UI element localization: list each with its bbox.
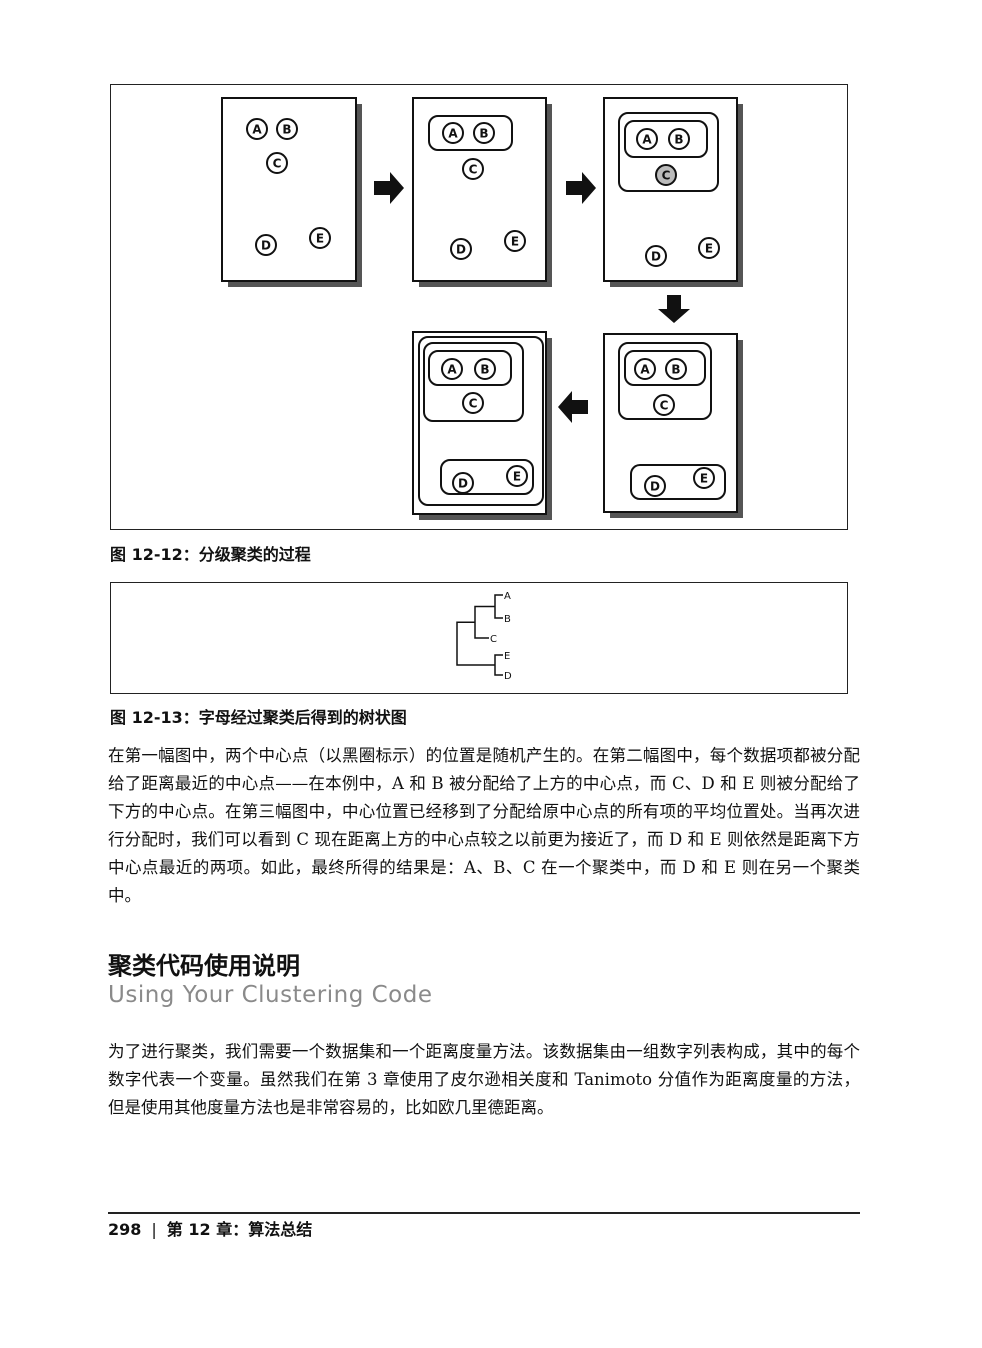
node-label: B <box>479 127 488 141</box>
cluster-node <box>645 245 667 267</box>
node-label: A <box>252 123 262 137</box>
cluster-node <box>655 164 677 186</box>
cluster-boundary <box>618 342 712 420</box>
cluster-node <box>441 358 463 380</box>
node-label: D <box>261 239 271 253</box>
cluster-node <box>452 472 474 494</box>
node-label: E <box>705 242 713 256</box>
cluster-boundary <box>423 342 524 422</box>
left-arrow <box>558 391 588 423</box>
node-label: E <box>513 470 521 484</box>
node-label: B <box>480 363 489 377</box>
cluster-node <box>644 475 666 497</box>
cluster-node <box>266 152 288 174</box>
paragraph-text: 在第一幅图中，两个中心点（以黑圈标示）的位置是随机产生的。在第二幅图中，每个数据… <box>108 746 860 905</box>
cluster-boundary <box>630 464 726 500</box>
node-label: E <box>700 472 708 486</box>
node-label: A <box>447 363 457 377</box>
node-label: E <box>511 235 519 249</box>
cluster-boundary <box>418 336 544 506</box>
cluster-node <box>276 118 298 140</box>
node-label: A <box>642 133 652 147</box>
cluster-node <box>309 227 331 249</box>
footer-separator: | <box>151 1220 157 1239</box>
node-label: B <box>671 363 680 377</box>
leaf-label: E <box>504 651 510 662</box>
cluster-boundary <box>624 120 708 158</box>
figure-12-12-caption: 图 12-12：分级聚类的过程 <box>110 545 311 564</box>
leaf-label: C <box>490 634 497 645</box>
cluster-node <box>668 128 690 150</box>
cluster-node <box>693 467 715 489</box>
cluster-node <box>474 358 496 380</box>
node-label: C <box>469 163 478 177</box>
node-label: A <box>448 127 458 141</box>
body-paragraph-1: 在第一幅图中，两个中心点（以黑圈标示）的位置是随机产生的。在第二幅图中，每个数据… <box>108 742 860 910</box>
panel <box>412 331 547 515</box>
cluster-node <box>462 392 484 414</box>
down-arrow <box>658 295 690 323</box>
cluster-node <box>255 234 277 256</box>
node-label: B <box>674 133 683 147</box>
figure-12-13-caption: 图 12-13：字母经过聚类后得到的树状图 <box>110 708 407 727</box>
node-label: B <box>282 123 291 137</box>
section-title: 聚类代码使用说明 <box>108 952 300 980</box>
dendrogram-branch <box>494 594 503 619</box>
cluster-node <box>698 237 720 259</box>
cluster-node <box>246 118 268 140</box>
node-label: D <box>650 480 660 494</box>
node-label: A <box>640 363 650 377</box>
node-label: C <box>273 157 282 171</box>
cluster-boundary <box>440 459 534 495</box>
figure-12-12: A B C D E A B C D E A B C D E A B C D E A B C D E <box>110 84 848 530</box>
cluster-boundary <box>428 350 512 386</box>
footer-rule <box>108 1212 860 1214</box>
page-footer: 298 | 第 12 章：算法总结 <box>108 1216 312 1240</box>
cluster-node <box>636 128 658 150</box>
cluster-node <box>506 465 528 487</box>
cluster-node <box>653 394 675 416</box>
page-number: 298 <box>108 1220 142 1239</box>
cluster-node <box>442 122 464 144</box>
leaf-label: A <box>504 591 511 602</box>
section-subtitle: Using Your Clustering Code <box>108 982 433 1008</box>
cluster-node <box>473 122 495 144</box>
dendrogram-branch <box>456 621 495 666</box>
right-arrow <box>566 172 596 204</box>
cluster-boundary <box>428 115 513 151</box>
node-label: D <box>651 250 661 264</box>
node-label: D <box>456 243 466 257</box>
cluster-boundary <box>624 350 706 386</box>
leaf-label: D <box>504 671 512 682</box>
cluster-node <box>665 358 687 380</box>
right-arrow <box>374 172 404 204</box>
node-label: C <box>662 169 671 183</box>
body-paragraph-2: 为了进行聚类，我们需要一个数据集和一个距离度量方法。该数据集由一组数字列表构成，… <box>108 1038 860 1122</box>
clustering-process-diagram: A B C D E A B C D E A B C D E A B C D E A B C D E <box>221 97 743 520</box>
cluster-boundary <box>618 112 719 192</box>
leaf-label: B <box>504 614 511 625</box>
cluster-node <box>462 158 484 180</box>
node-label: D <box>458 477 468 491</box>
paragraph-text: 为了进行聚类，我们需要一个数据集和一个距离度量方法。该数据集由一组数字列表构成，… <box>108 1042 860 1117</box>
cluster-node <box>634 358 656 380</box>
node-label: C <box>660 399 669 413</box>
chapter-title: 第 12 章：算法总结 <box>166 1220 313 1239</box>
dendrogram-branch <box>494 654 503 676</box>
node-label: E <box>316 232 324 246</box>
cluster-node <box>504 230 526 252</box>
cluster-node <box>450 238 472 260</box>
node-label: C <box>469 397 478 411</box>
